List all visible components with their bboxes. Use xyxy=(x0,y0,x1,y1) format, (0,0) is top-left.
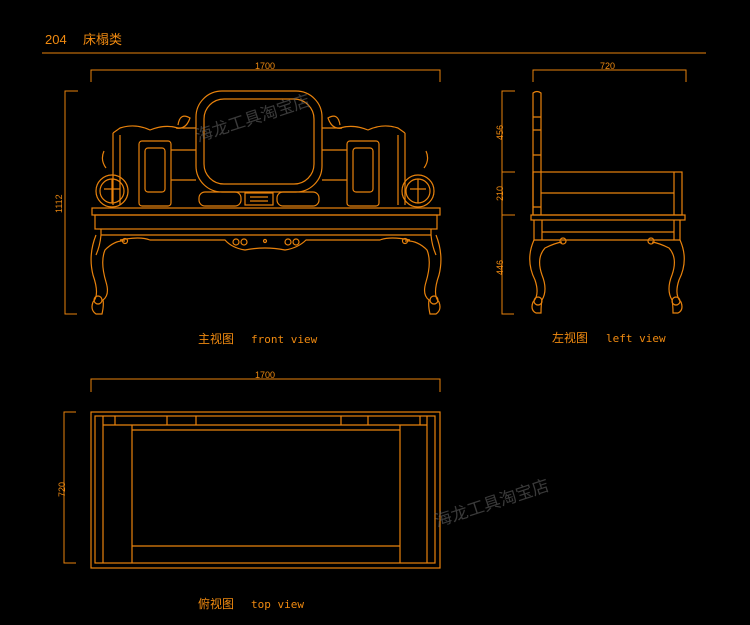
left-height-dimensions: 456 210 446 xyxy=(495,90,515,315)
front-view: 1700 1112 xyxy=(54,61,442,346)
dim-label: 456 xyxy=(495,125,505,140)
top-view: 1700 720 俯视图 top view 海龙工具淘宝店 xyxy=(57,370,552,611)
category-title: 床榻类 xyxy=(83,32,122,47)
dim-label: 720 xyxy=(600,61,615,71)
dim-label: 446 xyxy=(495,260,505,275)
watermark: 海龙工具淘宝店 xyxy=(432,476,551,532)
top-depth-dimension: 720 xyxy=(57,411,76,564)
left-view: 720 456 210 446 左视图 left view xyxy=(495,61,687,345)
dim-label: 720 xyxy=(57,482,67,497)
dim-label: 210 xyxy=(495,186,505,201)
dim-label: 1700 xyxy=(255,61,275,71)
top-caption-cn: 俯视图 xyxy=(198,596,234,611)
top-width-dimension: 1700 xyxy=(90,370,441,392)
dim-label: 1112 xyxy=(54,194,64,213)
left-caption-cn: 左视图 xyxy=(552,330,588,345)
front-caption-cn: 主视图 xyxy=(198,331,234,346)
left-depth-dimension: 720 xyxy=(532,61,687,82)
front-caption-en: front view xyxy=(251,333,318,346)
top-caption-en: top view xyxy=(251,598,304,611)
front-height-dimension: 1112 xyxy=(54,90,78,315)
front-width-dimension: 1700 xyxy=(90,61,441,82)
left-caption-en: left view xyxy=(606,332,666,345)
page-number: 204 xyxy=(45,32,67,47)
dim-label: 1700 xyxy=(255,370,275,380)
